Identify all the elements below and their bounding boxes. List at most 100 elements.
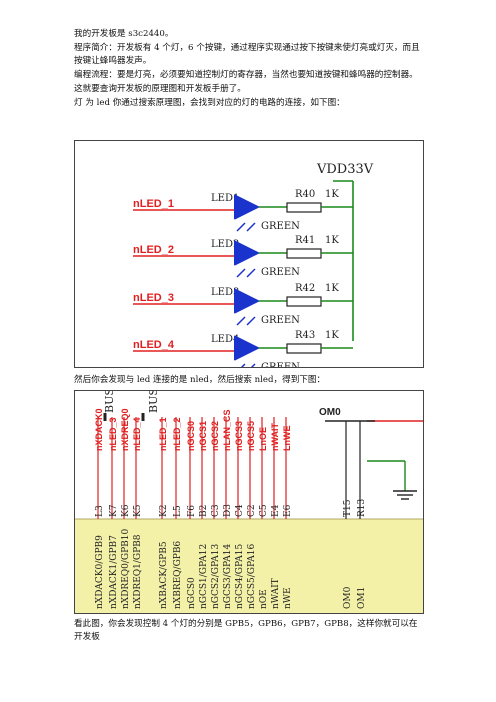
pin-signal-3: nLED_4 xyxy=(132,417,142,451)
led-color-3: GREEN xyxy=(261,315,300,326)
pin-port-4: nXBACK/GPB5 xyxy=(159,541,169,609)
resistor-value-1: 1K xyxy=(325,189,339,200)
pin-port-3: nXDREQ1/GPB8 xyxy=(133,534,143,609)
pin-number-7: B2 xyxy=(199,505,209,517)
resistor-value-4: 1K xyxy=(325,330,339,341)
pin-port-2: nXDREQ0/GPB10 xyxy=(121,529,131,609)
pin-number-8: C3 xyxy=(211,504,221,517)
led-emission-a-2 xyxy=(236,268,246,278)
paragraph-line-6: 灯 为 led 你通过搜索原理图，会找到对应的灯的电路的连接，如下图： xyxy=(74,98,345,108)
led-symbol-4 xyxy=(234,335,261,361)
pin-port-8: nGCS2/GPA13 xyxy=(211,544,221,609)
pin-signal-2: nXDREQ0 xyxy=(120,408,130,451)
led-emission-a-3 xyxy=(236,316,246,326)
pin-signal-14: LnWE xyxy=(282,426,292,452)
net-label-3: nLED_3 xyxy=(133,292,174,304)
led-symbol-1 xyxy=(234,194,261,220)
led-emission-b-2 xyxy=(246,268,256,278)
pin-number-14: E6 xyxy=(283,504,293,517)
led-ref-4: LED4 xyxy=(211,334,239,345)
pin-signal-9: nLAN_CS xyxy=(222,409,232,451)
pin-number-15: T15 xyxy=(343,499,353,517)
pin-number-11: C2 xyxy=(247,504,257,517)
led-color-1: GREEN xyxy=(261,221,300,232)
led-ref-1: LED1 xyxy=(211,193,239,204)
pin-port-9: nGCS3/GPA14 xyxy=(223,544,233,609)
pin-signal-5: nLED_2 xyxy=(172,417,182,451)
pin-number-6: F6 xyxy=(187,505,197,517)
led-ref-2: LED2 xyxy=(211,239,239,250)
pin-port-12: nOE xyxy=(259,589,269,609)
resistor-value-3: 1K xyxy=(325,283,339,294)
chip-body xyxy=(75,519,423,613)
pin-number-9: D3 xyxy=(223,504,233,517)
resistor-ref-1: R40 xyxy=(295,189,315,200)
paragraph-line-8: 看此图，你会发现控制 4 个灯的分别是 GPB5，GPB6，GPB7，GPB8，… xyxy=(74,619,418,642)
pin-port-13: nWAIT xyxy=(271,578,281,609)
paragraph-line-4: 编程流程：要是灯亮，必须要知道控制灯的寄存器，当然也要知道按键和蜂鸣器的控制器。 xyxy=(74,70,418,80)
pin-port-11: nGCS5/GPA16 xyxy=(247,544,257,609)
pin-signal-6: nGCS0 xyxy=(186,421,196,451)
bus-label-2: BUS xyxy=(147,391,160,413)
pin-signal-0: nXDACK0 xyxy=(94,408,104,451)
pin-number-5: L5 xyxy=(173,505,183,517)
pin-port-5: nXBREQ/GPB6 xyxy=(173,541,183,609)
pin-port-6: nGCS0 xyxy=(187,577,197,609)
net-label-4: nLED_4 xyxy=(133,339,175,351)
pin-signal-10: nGCS3 xyxy=(234,421,244,451)
pin-port-1: nXDACK1/GPB7 xyxy=(109,535,119,609)
pin-signal-1: nLED_3 xyxy=(108,417,118,451)
net-label-2: nLED_2 xyxy=(133,244,174,256)
pin-signal-8: nGCS2 xyxy=(210,421,220,451)
pin-number-12: C5 xyxy=(259,504,269,517)
resistor-1 xyxy=(286,202,322,213)
resistor-4 xyxy=(286,343,322,354)
led-emission-a-4 xyxy=(240,363,246,367)
pin-signal-13: nWAIT xyxy=(270,423,280,451)
pin-number-13: E4 xyxy=(271,504,281,517)
resistor-ref-4: R43 xyxy=(295,330,315,341)
pin-port-7: nGCS1/GPA12 xyxy=(199,544,209,609)
net-label-1: nLED_1 xyxy=(133,198,174,210)
led-symbol-2 xyxy=(234,240,261,266)
pin-signal-4: nLED_1 xyxy=(158,417,168,451)
led-color-4: GREEN xyxy=(261,362,300,367)
led-emission-b-4 xyxy=(250,363,256,367)
pin-signal-11: nGCS5 xyxy=(246,421,256,451)
pin-number-16: R13 xyxy=(357,498,367,517)
led-emission-b-1 xyxy=(246,222,256,232)
resistor-ref-2: R41 xyxy=(295,235,315,246)
paragraph-line-2: 程序简介：开发板有 4 个灯，6 个按键，通过程序实现通过按下按键来使灯亮或灯灭… xyxy=(74,43,420,53)
pin-port-0: nXDACK0/GPB9 xyxy=(95,535,105,609)
led-ref-3: LED3 xyxy=(211,287,239,298)
om-label: OM0 xyxy=(319,407,341,418)
led-emission-b-3 xyxy=(246,316,256,326)
resistor-2 xyxy=(286,248,322,259)
vdd-label: VDD33V xyxy=(316,162,374,177)
paragraph-line-5: 这就要查询开发板的原理图和开发板手册了。 xyxy=(74,84,246,94)
bus-label-1: BUS xyxy=(103,391,116,413)
resistor-value-2: 1K xyxy=(325,235,339,246)
led-emission-a-1 xyxy=(236,222,246,232)
led-color-2: GREEN xyxy=(261,267,300,278)
pin-number-10: C4 xyxy=(235,504,245,517)
pin-signal-12: LnOE xyxy=(258,427,268,451)
resistor-3 xyxy=(286,296,322,307)
led-symbol-3 xyxy=(234,288,261,314)
paragraph-line-1: 我的开发板是 s3c2440。 xyxy=(74,29,174,39)
pin-port-15: OM0 xyxy=(343,586,353,609)
pin-number-1: K7 xyxy=(109,504,119,517)
pin-port-16: OM1 xyxy=(357,587,367,609)
paragraph-line-3: 按键让蜂鸣器发声。 xyxy=(74,56,152,66)
resistor-ref-3: R42 xyxy=(295,283,315,294)
pin-number-4: K2 xyxy=(159,505,169,517)
pin-number-0: L3 xyxy=(95,505,105,517)
pin-port-10: nGCS4/GPA15 xyxy=(235,544,245,609)
pin-signal-7: nGCS1 xyxy=(198,421,208,451)
pin-port-14: nWE xyxy=(283,587,293,609)
pin-number-2: K6 xyxy=(121,504,131,517)
